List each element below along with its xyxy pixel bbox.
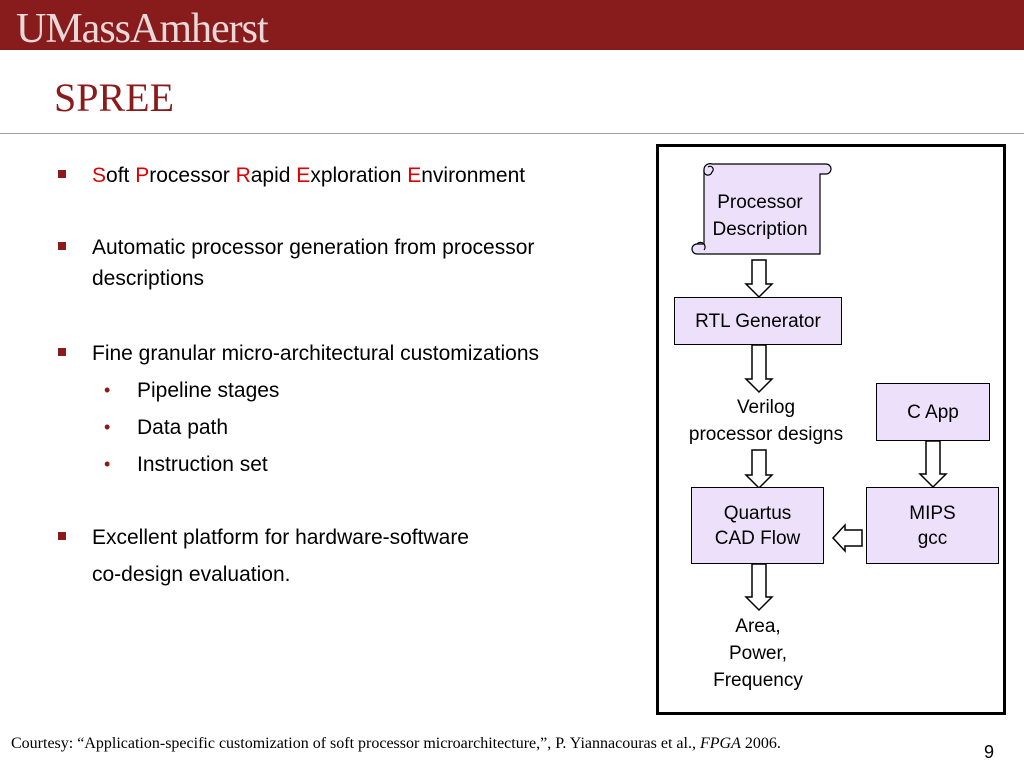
label-line: processor designs: [688, 424, 844, 445]
diagram-frame: [656, 144, 1006, 715]
label-line: Frequency: [713, 670, 803, 691]
acronym-letter: E: [407, 164, 422, 187]
c-app-box: C App: [876, 383, 990, 441]
label-line: Area,: [735, 616, 781, 637]
bullet-text-line: descriptions: [92, 267, 205, 290]
acronym-letter: S: [92, 164, 107, 187]
dot-bullet-icon: •: [104, 454, 111, 474]
box-label: Quartus CAD Flow: [715, 501, 801, 551]
label-line: gcc: [917, 527, 948, 549]
quartus-box: Quartus CAD Flow: [691, 487, 824, 564]
bullet-customizations: Fine granular micro-architectural custom…: [58, 338, 658, 369]
acronym-word-rest: apid: [250, 164, 297, 187]
processor-description-label: Processor Description: [700, 189, 820, 243]
label-line: CAD Flow: [714, 527, 801, 549]
title-divider: [0, 133, 1024, 134]
footer-citation: Courtesy: “Application-specific customiz…: [11, 735, 781, 753]
acronym-word-rest: oft: [106, 164, 136, 187]
mips-gcc-box: MIPS gcc: [866, 487, 999, 564]
acronym-letter: R: [235, 164, 251, 187]
verilog-label: Verilog processor designs: [664, 394, 868, 448]
sub-bullet-instruction-set: • Instruction set: [58, 449, 658, 480]
bullet-text: Fine granular micro-architectural custom…: [92, 342, 539, 365]
box-label: RTL Generator: [695, 310, 821, 332]
label-line: MIPS: [909, 502, 956, 524]
sub-bullet-pipeline: • Pipeline stages: [58, 375, 658, 406]
bullet-list: Soft Processor Rapid Exploration Environ…: [58, 160, 658, 597]
box-label: MIPS gcc: [909, 501, 955, 551]
bullet-text-line: co-design evaluation.: [92, 563, 291, 586]
square-bullet-icon: [58, 348, 66, 356]
square-bullet-icon: [58, 170, 66, 178]
page-number: 9: [984, 742, 995, 762]
citation-year: 2006.: [740, 735, 781, 752]
dot-bullet-icon: •: [104, 380, 111, 400]
sub-bullet-text: Instruction set: [137, 453, 268, 476]
dot-bullet-icon: •: [104, 417, 111, 437]
bullet-spree-acronym: Soft Processor Rapid Exploration Environ…: [58, 160, 658, 191]
sub-bullet-text: Pipeline stages: [137, 379, 280, 402]
results-label: Area, Power, Frequency: [688, 613, 828, 694]
label-line: Power,: [728, 643, 788, 664]
umass-logo: UMassAmherst: [16, 6, 269, 52]
citation-text: Courtesy: “Application-specific customiz…: [11, 735, 700, 752]
label-line: Processor: [717, 192, 803, 213]
acronym-text: Soft Processor Rapid Exploration Environ…: [92, 164, 525, 187]
acronym-letter: E: [296, 164, 311, 187]
acronym-word-rest: nvironment: [421, 164, 526, 187]
box-label: C App: [907, 401, 959, 423]
acronym-word-rest: xploration: [310, 164, 408, 187]
sub-bullet-datapath: • Data path: [58, 412, 658, 443]
acronym-letter: P: [135, 164, 150, 187]
acronym-word-rest: rocessor: [149, 164, 236, 187]
bullet-auto-generation: Automatic processor generation from proc…: [58, 232, 658, 294]
square-bullet-icon: [58, 242, 66, 250]
label-line: Verilog: [736, 397, 796, 418]
citation-venue: FPGA: [699, 735, 741, 752]
slide-title: SPREE: [54, 75, 175, 120]
header-bar: UMassAmherst: [0, 0, 1024, 52]
bullet-text-line: Automatic processor generation from proc…: [92, 236, 535, 259]
bullet-codesign: Excellent platform for hardware-software…: [58, 522, 658, 597]
label-line: Quartus: [723, 502, 792, 524]
label-line: Description: [712, 219, 808, 240]
square-bullet-icon: [58, 532, 66, 540]
rtl-generator-box: RTL Generator: [674, 297, 842, 345]
sub-bullet-text: Data path: [137, 416, 229, 439]
bullet-text-line: Excellent platform for hardware-software: [92, 526, 469, 549]
